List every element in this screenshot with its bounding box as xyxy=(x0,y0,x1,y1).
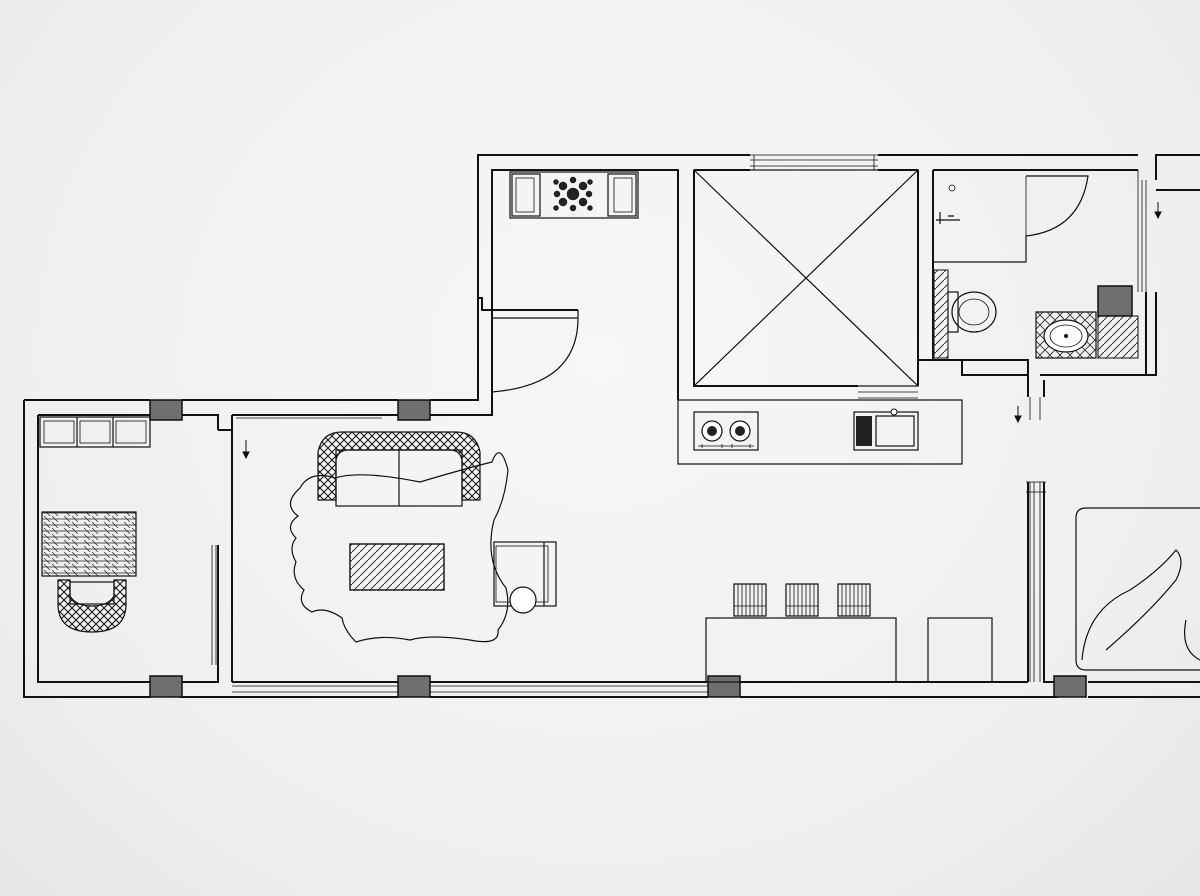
armchair xyxy=(493,541,557,614)
column xyxy=(1053,675,1087,698)
structural-columns xyxy=(149,285,1133,698)
sofa xyxy=(317,431,481,507)
desk-chair xyxy=(57,579,127,633)
column xyxy=(149,399,183,421)
column xyxy=(1097,285,1133,317)
direction-arrows xyxy=(242,202,1162,460)
cooktop-icon xyxy=(693,411,759,451)
column xyxy=(149,675,183,698)
refrigerator xyxy=(927,617,993,683)
coffee-table xyxy=(349,543,445,591)
bar-stool xyxy=(785,583,819,617)
entry-door xyxy=(491,310,579,393)
bathroom-sink-icon xyxy=(1035,311,1139,359)
bar-stool xyxy=(733,583,767,617)
dining-bar xyxy=(705,583,897,683)
column xyxy=(397,399,431,421)
exterior-walls xyxy=(23,154,1200,698)
side-table xyxy=(509,586,537,614)
kitchen-sink-icon xyxy=(853,408,919,451)
column xyxy=(707,675,741,698)
open-void xyxy=(693,169,919,387)
column xyxy=(397,675,431,698)
potted-plant-icon xyxy=(553,176,593,212)
entry-console-table xyxy=(509,171,639,219)
bed xyxy=(1075,507,1200,671)
study-bookshelf xyxy=(39,416,151,448)
windows xyxy=(211,154,1147,693)
kitchen-counter xyxy=(677,399,963,465)
toilet-icon xyxy=(933,269,997,359)
bar-stool xyxy=(837,583,871,617)
study-desk xyxy=(41,511,137,577)
shower xyxy=(933,175,1089,263)
